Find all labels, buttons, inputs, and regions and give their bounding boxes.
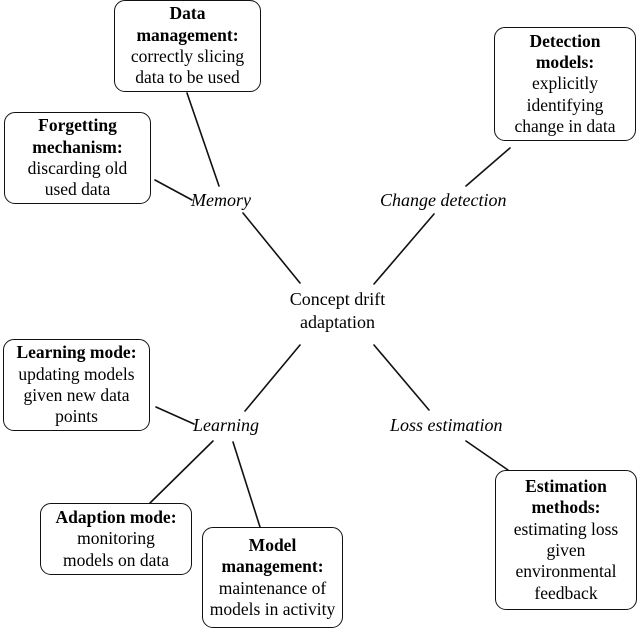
node-adaption-mode-body-1: monitoring <box>77 528 155 549</box>
node-detection-models-body-1: explicitly <box>531 73 599 94</box>
node-adaption-mode-body-2: models on data <box>63 549 169 570</box>
node-adaption-mode[interactable]: Adaption mode: monitoring models on data <box>40 503 192 575</box>
node-estimation-methods-body-3: environmental <box>515 561 617 582</box>
branch-label-memory: Memory <box>191 190 251 211</box>
node-detection-models-body-2: identifying <box>526 94 604 115</box>
branch-label-memory-text: Memory <box>191 190 251 210</box>
edge-memory-to-center <box>242 212 301 284</box>
node-model-management-headline-1: Model <box>248 534 297 555</box>
edge-change-detection-to-detection-models <box>465 147 511 187</box>
edge-change-detection-to-center <box>373 213 435 285</box>
center-node-line-2: adaptation <box>300 312 375 333</box>
branch-label-loss-estimation: Loss estimation <box>390 415 503 436</box>
node-detection-models[interactable]: Detection models: explicitly identifying… <box>494 27 636 141</box>
node-detection-models-headline-2: models: <box>535 51 595 72</box>
node-data-management-body-2: data to be used <box>135 67 240 88</box>
branch-label-learning: Learning <box>193 415 259 436</box>
node-estimation-methods-body-4: feedback <box>534 582 598 603</box>
center-node-line-1: Concept drift <box>289 289 386 309</box>
node-data-management[interactable]: Data management: correctly slicing data … <box>114 0 261 92</box>
node-forgetting-mechanism-headline-1: Forgetting <box>38 115 117 136</box>
branch-label-learning-text: Learning <box>193 415 260 435</box>
node-detection-models-body-3: change in data <box>514 116 616 137</box>
node-learning-mode[interactable]: Learning mode: updating models given new… <box>3 339 150 431</box>
node-estimation-methods-body-2: given <box>546 540 586 560</box>
edge-learning-to-adaption-mode <box>149 440 214 504</box>
edge-memory-to-forgetting-mechanism <box>154 179 193 201</box>
branch-label-change-detection-text: Change detection <box>380 190 507 210</box>
node-estimation-methods-body-1: estimating loss <box>513 518 619 539</box>
node-model-management-headline-2: management: <box>221 556 324 577</box>
node-data-management-headline-1: Data <box>169 3 206 24</box>
node-forgetting-mechanism-headline-2: mechanism: <box>32 136 123 157</box>
edge-memory-to-data-management <box>186 92 220 187</box>
node-model-management[interactable]: Model management: maintenance of models … <box>202 527 343 628</box>
branch-label-change-detection: Change detection <box>380 190 506 211</box>
branch-label-loss-estimation-text: Loss estimation <box>390 415 503 435</box>
node-learning-mode-body-1: updating models <box>18 363 135 384</box>
node-learning-mode-body-2: given new data <box>23 385 130 405</box>
node-data-management-headline-2: management: <box>136 24 239 45</box>
edge-learning-to-center <box>244 344 301 412</box>
node-forgetting-mechanism-body-2: used data <box>44 179 111 200</box>
center-node: Concept drift adaptation <box>281 288 394 334</box>
node-model-management-body-2: models in activity <box>209 598 336 619</box>
node-learning-mode-headline-1: Learning mode: <box>16 342 137 363</box>
node-forgetting-mechanism-body-1: discarding old <box>27 158 128 178</box>
node-learning-mode-body-3: points <box>55 406 98 427</box>
node-data-management-body-1: correctly slicing <box>130 46 245 66</box>
edge-learning-to-model-management <box>232 441 261 528</box>
edge-loss-estimation-to-center <box>373 344 430 411</box>
node-estimation-methods-headline-2: methods: <box>531 497 601 518</box>
edge-learning-to-learning-mode <box>155 406 195 425</box>
node-estimation-methods-headline-1: Estimation <box>525 475 607 496</box>
node-estimation-methods[interactable]: Estimation methods: estimating loss give… <box>495 470 637 610</box>
node-adaption-mode-headline-1: Adaption mode: <box>55 506 177 527</box>
node-model-management-body-1: maintenance of <box>218 577 327 598</box>
edge-loss-estimation-to-estimation-methods <box>465 440 509 471</box>
node-forgetting-mechanism[interactable]: Forgetting mechanism: discarding old use… <box>4 112 151 204</box>
node-detection-models-headline-1: Detection <box>529 30 601 51</box>
